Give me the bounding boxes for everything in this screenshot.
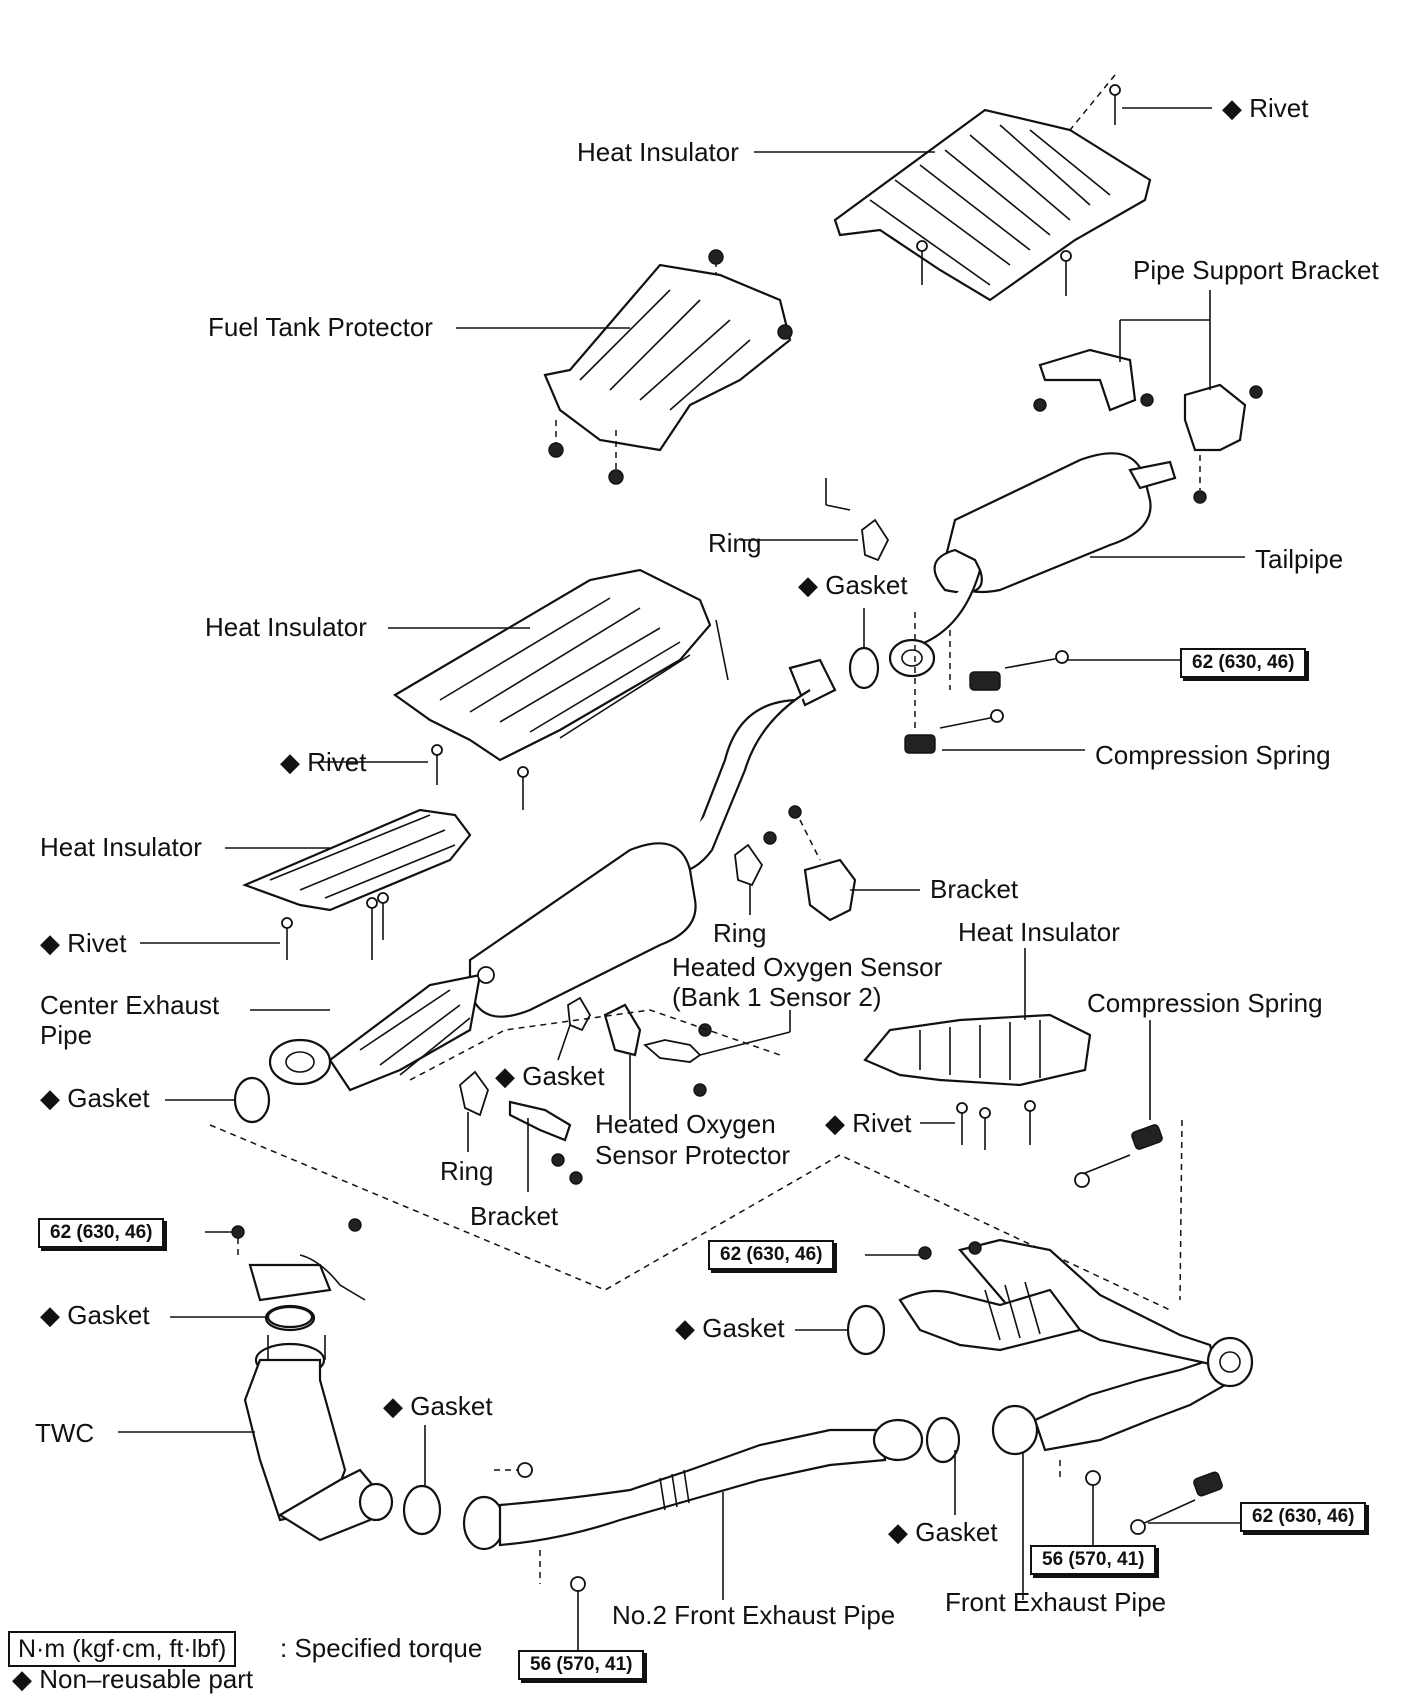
ring-mid-part xyxy=(734,843,764,915)
pipe-support-bracket-part xyxy=(1033,290,1263,504)
ring-lower-part xyxy=(459,1070,489,1152)
label-no2-front-exhaust-pipe: No.2 Front Exhaust Pipe xyxy=(612,1600,896,1630)
label-gasket-front-right: ◆ Gasket xyxy=(675,1313,785,1343)
label-compression-spring-upper: Compression Spring xyxy=(1095,740,1331,770)
rivet-mid-bolts xyxy=(320,744,529,810)
label-ring-lower: Ring xyxy=(440,1156,494,1186)
rivet-right-bolts xyxy=(920,1100,1036,1150)
label-rivet-left: ◆ Rivet xyxy=(40,928,127,958)
twc-flange-nuts xyxy=(205,1218,362,1255)
tailpipe-joint-hardware xyxy=(904,612,1180,754)
label-gasket-center: ◆ Gasket xyxy=(495,1061,605,1091)
label-hos-protector-line1: Heated Oxygen xyxy=(595,1109,776,1139)
gasket-center-part xyxy=(557,996,592,1061)
fuel-tank-protector-nuts xyxy=(548,249,793,485)
label-hos-protector-line2: Sensor Protector xyxy=(595,1140,791,1170)
tailpipe-part xyxy=(888,452,1177,678)
heated-oxygen-sensor-protector-part xyxy=(603,1003,642,1120)
label-gasket-upper: ◆ Gasket xyxy=(798,570,908,600)
label-heated-oxygen-sensor-line2: (Bank 1 Sensor 2) xyxy=(672,982,882,1012)
gasket-twc-part xyxy=(266,1305,314,1329)
gasket-left-part xyxy=(233,1076,271,1124)
legend-nonreusable: ◆ Non–reusable part xyxy=(12,1664,254,1694)
heated-oxygen-sensor-part xyxy=(643,1010,791,1097)
no2-front-exhaust-pipe-part xyxy=(462,1418,924,1650)
legend-torque-desc: : Specified torque xyxy=(280,1633,483,1663)
heat-insulator-left-part xyxy=(242,808,472,912)
label-fuel-tank-protector: Fuel Tank Protector xyxy=(208,312,433,342)
rivet-top-bolts xyxy=(916,84,1212,296)
assembly-dashed-outline xyxy=(209,1124,1171,1311)
bracket-lower-part xyxy=(508,1100,583,1192)
torque-no2-pipe-bolt: 56 (570, 41) xyxy=(518,1650,645,1680)
label-heated-oxygen-sensor-line1: Heated Oxygen Sensor xyxy=(672,952,943,982)
label-center-exhaust-pipe-line2: Pipe xyxy=(40,1020,93,1050)
label-center-exhaust-pipe-line1: Center Exhaust xyxy=(40,990,220,1020)
legend-torque-units: N·m (kgf·cm, ft·lbf) xyxy=(8,1631,237,1667)
label-gasket-twc-outlet: ◆ Gasket xyxy=(383,1391,493,1421)
label-ring-upper: Ring xyxy=(708,528,762,558)
compression-spring-right-part xyxy=(1074,1020,1183,1301)
heat-insulator-right-part xyxy=(863,948,1092,1087)
label-gasket-twc: ◆ Gasket xyxy=(40,1300,150,1330)
gasket-front-pipe-part xyxy=(846,1304,886,1356)
torque-front-pipe-joint: 62 (630, 46) xyxy=(1240,1502,1367,1532)
front-exhaust-pipe-part xyxy=(898,1238,1254,1600)
label-rivet-right: ◆ Rivet xyxy=(825,1108,912,1138)
label-pipe-support-bracket: Pipe Support Bracket xyxy=(1133,255,1379,285)
center-exhaust-pipe-part xyxy=(268,658,837,1092)
twc-part xyxy=(243,1254,394,1542)
label-heat-insulator-top: Heat Insulator xyxy=(577,137,739,167)
torque-front-pipe-bolt: 56 (570, 41) xyxy=(1030,1545,1157,1575)
label-front-exhaust-pipe: Front Exhaust Pipe xyxy=(945,1587,1167,1617)
label-compression-spring-right: Compression Spring xyxy=(1087,988,1323,1018)
heat-insulator-mid-part xyxy=(392,568,729,762)
ring-upper-part xyxy=(825,478,890,562)
label-tailpipe: Tailpipe xyxy=(1255,544,1344,574)
label-ring-mid: Ring xyxy=(713,918,767,948)
torque-twc-flange: 62 (630, 46) xyxy=(38,1218,165,1248)
bracket-upper-part xyxy=(763,805,920,922)
label-bracket-upper: Bracket xyxy=(930,874,1019,904)
torque-tailpipe-joint: 62 (630, 46) xyxy=(1180,648,1307,678)
label-rivet-mid: ◆ Rivet xyxy=(280,747,367,777)
heat-insulator-top-part xyxy=(833,74,1152,302)
label-gasket-front-pipe: ◆ Gasket xyxy=(888,1517,998,1547)
gasket-upper-part xyxy=(848,646,880,690)
rivet-left-bolts xyxy=(140,892,389,960)
label-gasket-left: ◆ Gasket xyxy=(40,1083,150,1113)
torque-front-right-flange: 62 (630, 46) xyxy=(708,1240,835,1270)
label-heat-insulator-mid: Heat Insulator xyxy=(205,612,367,642)
label-heat-insulator-right: Heat Insulator xyxy=(958,917,1120,947)
fuel-tank-protector-part xyxy=(543,250,792,470)
label-twc: TWC xyxy=(35,1418,95,1448)
label-rivet-top: ◆ Rivet xyxy=(1222,93,1309,123)
label-heat-insulator-left: Heat Insulator xyxy=(40,832,202,862)
label-bracket-lower: Bracket xyxy=(470,1201,559,1231)
front-pipe-hardware xyxy=(865,1241,1240,1545)
gasket-twc-outlet-part xyxy=(402,1484,442,1536)
